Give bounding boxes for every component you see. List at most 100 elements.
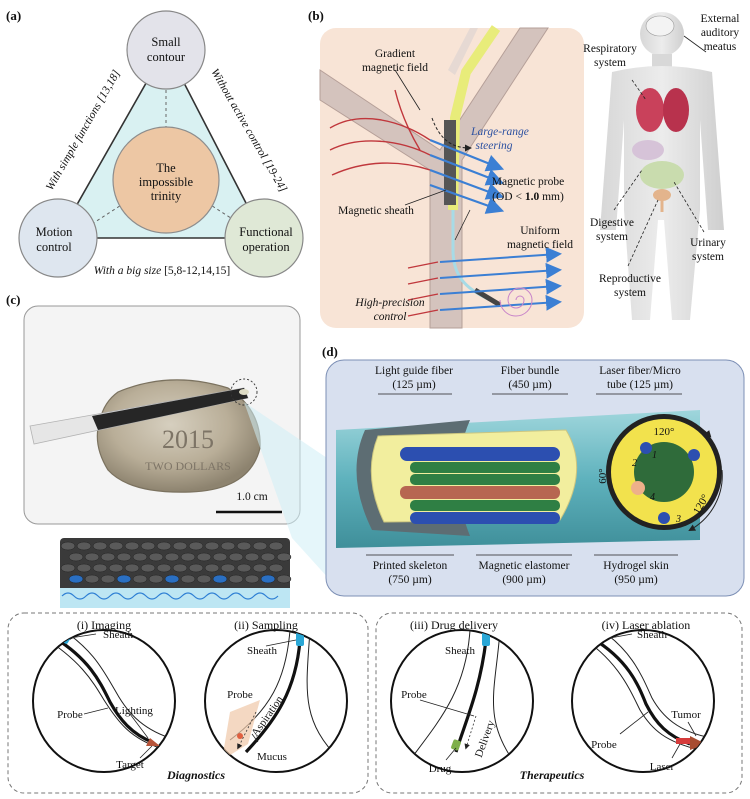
surface-bump [140,541,156,551]
probe-tip-photo [239,389,249,395]
gradient-field-line [331,162,431,176]
surface-bump [132,574,148,584]
hydrogel-label-1: Hydrogel skin [603,560,669,572]
channel-number-1: 1 [652,450,657,461]
leader-line [404,189,447,206]
surface-bump [164,574,180,584]
skeleton-label-1: Printed skeleton [373,560,448,572]
urinary-label-1: Urinary [690,237,726,249]
surface-bump [92,563,108,573]
diagnostics-label: Diagnostics [166,768,225,782]
digestive-label-1: Digestive [590,217,634,229]
vessel-wall [39,634,161,749]
surface-bump [268,563,284,573]
leader-laser [671,743,681,759]
surface-bump [252,541,268,551]
laser-tumor-label: Tumor [671,709,701,721]
sampling-probe-label: Probe [227,689,253,701]
hydrogel-label-2: (950 µm) [614,574,658,586]
light-guide-fiber [410,512,560,524]
laser-beam [676,738,690,744]
auditory-label-2: auditory [701,27,740,39]
drug-title: (iii) Drug delivery [410,618,498,632]
fiber-bundle-section [634,442,694,502]
leader-sampling-sheath [265,639,297,647]
laser-title: (iv) Laser ablation [602,618,691,632]
leader-drug-probe [419,699,475,717]
drug-probe-label: Probe [401,689,427,701]
surface-bump [148,552,164,562]
panel-label-b: (b) [308,8,324,23]
brain-icon [645,15,675,37]
top-circle [126,10,206,90]
zoom-circle [230,378,258,406]
channel-1 [640,442,652,454]
surface-bump [188,541,204,551]
right-circle [224,198,304,278]
surface-bump [276,552,292,562]
vessel-wall [597,630,713,739]
leader-imaging-probe [83,707,109,715]
surface-bump [116,552,132,562]
precision-label-2: control [374,311,407,323]
left-circle [18,198,98,278]
laser-fiber-label-1: Laser fiber/Micro [599,365,681,377]
leader-drug [445,747,457,761]
field-arrow [429,153,505,186]
surface-bump [68,552,84,562]
surface-bump [172,541,188,551]
uniform-field-arrow [439,262,562,279]
drug-label: Drug [429,763,452,775]
probe-od-label: (OD < 1.0 mm) [492,191,564,203]
bottom-edge-italic: With a big size [94,265,161,277]
surface-bump [236,541,252,551]
center-line2: impossible [139,175,194,189]
bottom-applications: (i) Imaging Sheath Lighting Probe Target… [7,612,743,794]
angle-60: 60° [597,468,609,483]
uniform-field-label-1: Uniform [520,225,560,237]
uniform-field-arrow [439,246,562,263]
probe-black-photo [92,388,248,430]
center-line1: The [156,161,176,175]
light-guide-label-1: Light guide fiber [375,365,453,377]
panel-a: (a) Small contour The impossible trinity… [6,8,304,278]
delivery-arrow [464,715,477,750]
drug-sheath [482,632,490,646]
surface-bump [172,563,188,573]
leader-sampling-mucus [251,733,259,743]
intestine-icon [640,161,684,189]
vessel-highlight [448,28,478,75]
surface-bump [276,574,292,584]
respiratory-label-1: Respiratory [583,43,637,55]
fiber-bundle-strand [410,474,560,485]
surface-bump [140,563,156,573]
angle-120-top: 120° [654,426,675,438]
drug-capsule [451,739,461,751]
top-circle-line1: Small [151,35,181,49]
surface-bump [100,574,116,584]
leader-line [454,209,471,241]
channel-number-4: 4 [650,492,655,503]
surface-bump [84,574,100,584]
surface-bump [60,563,76,573]
field-arrow [429,138,505,172]
panel-b: (b) Gradient magn [308,8,740,329]
uniform-field-arrow [439,294,562,311]
bottom-edge-label: With a big size [5,8-12,14,15] [94,265,230,277]
vessel-wall [306,630,341,761]
probe-label: Magnetic probe [492,176,565,188]
auditory-label-3: meatus [704,41,737,53]
surface-bump [68,574,84,584]
elastomer-label-1: Magnetic elastomer [478,560,569,572]
sampling-sheath-label: Sheath [247,645,277,657]
gradient-field-label-2: magnetic field [362,62,428,74]
vessel-wall [492,630,521,771]
vessel-wall [409,630,471,761]
field-arrow [429,168,505,200]
surface-bump [212,574,228,584]
dashed-link-left [91,197,133,225]
sampling-sheath [296,632,304,646]
surface-bump [108,541,124,551]
surface-bumps [60,541,292,584]
